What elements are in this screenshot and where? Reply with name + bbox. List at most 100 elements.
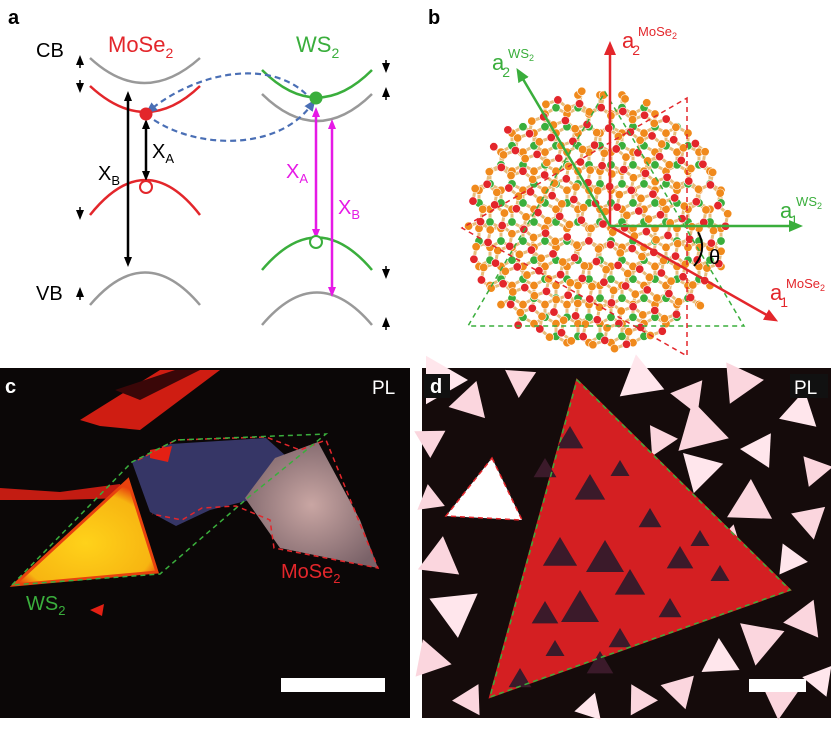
lattice-atom	[628, 312, 638, 322]
lattice-atom	[468, 196, 478, 206]
ws2-title: WS2	[296, 32, 339, 61]
lattice-atom	[620, 94, 630, 104]
xa-left-label: XA	[152, 141, 174, 166]
panel-letter-c: c	[5, 376, 16, 398]
bilayer-island	[608, 628, 632, 648]
a1-mose2-vector	[609, 224, 779, 322]
lattice-atom	[628, 198, 638, 208]
lattice-atom	[506, 171, 516, 181]
lattice-atom	[639, 128, 649, 138]
lattice-atom	[518, 300, 528, 310]
lattice-atom	[513, 133, 523, 143]
lattice-atom	[618, 106, 628, 116]
lattice-atom	[500, 266, 510, 276]
lattice-atom	[470, 184, 480, 194]
lattice-atom	[558, 257, 568, 267]
lattice-atom	[478, 204, 488, 214]
lattice-atom	[657, 139, 667, 149]
monolayer-flake	[505, 369, 537, 398]
mose2-image-label: MoSe2	[281, 561, 340, 586]
lattice-atom	[540, 261, 550, 271]
monolayer-flake	[803, 456, 831, 487]
lattice-atom	[713, 201, 723, 211]
lattice-atom	[513, 320, 523, 330]
xb-left-label: XB	[98, 163, 120, 188]
dark-flake-top	[115, 370, 200, 400]
monolayer-flake	[429, 593, 478, 638]
lattice-atom	[661, 242, 671, 252]
lattice-atom	[490, 200, 500, 210]
lattice-atom	[716, 236, 726, 246]
monolayer-flake	[417, 484, 445, 510]
lattice-atom	[655, 152, 665, 162]
lattice-atom	[666, 276, 676, 286]
lattice-atom	[542, 158, 552, 168]
monolayer-flake	[727, 479, 773, 519]
spin-arrows	[76, 55, 390, 330]
lattice-atom	[560, 116, 570, 126]
monolayer-flake	[779, 543, 808, 575]
monolayer-flake	[649, 425, 678, 457]
lattice-atom	[575, 99, 585, 109]
ws2-triangle	[466, 90, 746, 327]
lattice-atom	[580, 319, 590, 329]
lattice-atom	[593, 186, 603, 196]
lattice-atom	[540, 122, 550, 132]
lattice-atom	[639, 179, 649, 189]
lattice-atom	[484, 167, 494, 177]
bilayer-island	[574, 474, 606, 500]
lattice-atom	[497, 221, 507, 231]
lattice-atom	[564, 220, 574, 230]
lattice-atom	[527, 303, 537, 313]
lattice-atom	[701, 205, 711, 215]
lattice-atom	[556, 270, 566, 280]
lattice-atom	[592, 128, 602, 138]
lattice-atom	[673, 239, 683, 249]
lattice-atom	[633, 148, 643, 158]
lattice-atom	[555, 211, 565, 221]
lattice-atom	[482, 179, 492, 189]
lattice-atom	[612, 202, 622, 212]
lattice-atom	[561, 174, 571, 184]
xb-right-label: XB	[338, 197, 360, 222]
monolayer-flake	[417, 536, 460, 575]
monolayer-flake	[660, 675, 694, 710]
pl-label-d: PL	[794, 378, 817, 399]
monolayer-flake	[779, 390, 817, 427]
lattice-atom	[546, 132, 556, 142]
pl-label-d-bg	[790, 374, 828, 398]
lattice-atom	[506, 299, 516, 309]
lattice-atom	[479, 262, 489, 272]
lattice-atom	[562, 232, 572, 242]
lattice-atom	[579, 261, 589, 271]
lattice-atom	[553, 95, 563, 105]
highlighted-flake-outline	[444, 456, 524, 521]
bilayer-island	[710, 565, 730, 581]
bilayer-island	[531, 601, 559, 624]
lattice-atom	[615, 248, 625, 258]
lattice-atom	[536, 253, 546, 263]
lattice-atom	[547, 191, 557, 201]
bilayer-island	[561, 590, 599, 622]
lattice-atom	[609, 285, 619, 295]
lattice-atom	[700, 147, 710, 157]
mose2-outline	[137, 436, 380, 569]
lattice-atom	[520, 154, 530, 164]
bilayer-island	[666, 546, 694, 569]
bilayer-island	[614, 569, 646, 595]
monolayer-flake	[630, 684, 658, 716]
lattice-atom	[617, 331, 627, 341]
lattice-atom	[606, 240, 616, 250]
lattice-atom	[602, 323, 612, 333]
monolayer-flake	[740, 433, 771, 468]
lattice-atom	[582, 119, 592, 129]
lattice-atom	[585, 294, 595, 304]
lattice-atom	[527, 116, 537, 126]
lattice-atom	[464, 221, 474, 231]
lattice-atom	[594, 244, 604, 254]
lattice-atom	[570, 124, 580, 134]
lattice-atom	[634, 206, 644, 216]
lattice-atom	[674, 297, 684, 307]
lattice-atom	[570, 253, 580, 263]
lattice-atom	[683, 242, 693, 252]
